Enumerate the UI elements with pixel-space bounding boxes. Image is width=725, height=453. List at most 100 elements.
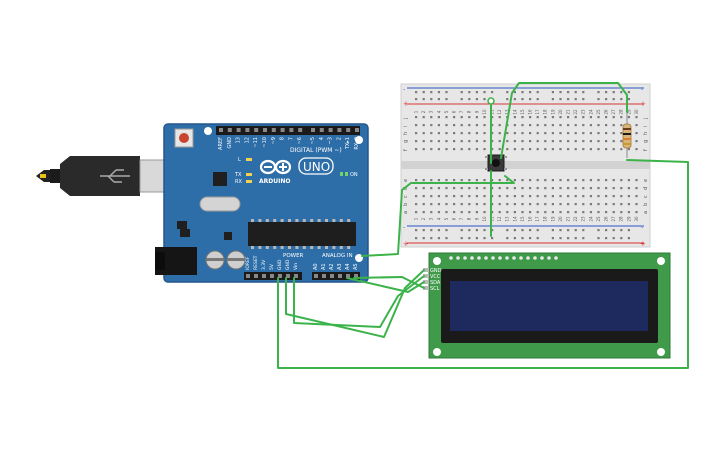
analog-pin-label: A4: [345, 263, 351, 270]
column-number: 29: [626, 216, 631, 222]
header-pin[interactable]: [328, 128, 333, 132]
header-pin[interactable]: [314, 274, 318, 278]
header-pin[interactable]: [286, 274, 290, 278]
header-pin[interactable]: [227, 128, 232, 132]
power-jack[interactable]: [155, 247, 197, 275]
header-pin[interactable]: [346, 128, 351, 132]
header-pin[interactable]: [271, 128, 276, 132]
header-pin[interactable]: [355, 128, 359, 132]
column-number: 27: [611, 216, 616, 222]
digital-pin-label: AREF: [218, 137, 224, 150]
header-pin[interactable]: [354, 274, 358, 278]
breadboard[interactable]: - + - + - + - + 112233445566778899101011…: [400, 83, 651, 248]
column-number: 17: [535, 109, 540, 115]
header-pin[interactable]: [278, 274, 282, 278]
row-letter: d: [643, 187, 649, 190]
digital-pin-label: 13: [236, 137, 242, 143]
push-button[interactable]: [485, 154, 507, 172]
capacitor: [226, 250, 246, 270]
column-number: 14: [512, 216, 517, 222]
rail-minus-label: -: [403, 86, 405, 93]
column-number: 10: [482, 109, 487, 115]
usb-cable[interactable]: [36, 156, 167, 196]
header-pin[interactable]: [330, 274, 334, 278]
digital-pin-label: RX◂0: [354, 137, 360, 150]
digital-pin-label: ~11: [253, 137, 259, 148]
power-pin-label: IOREF: [245, 256, 251, 270]
column-number: 2: [421, 217, 426, 220]
digital-pin-label: ~10: [262, 137, 268, 148]
row-letter: j: [643, 118, 649, 120]
rail-plus-label: +: [640, 240, 646, 248]
center-trench: [401, 161, 650, 169]
header-pin[interactable]: [219, 128, 223, 132]
rail-minus-label: -: [641, 86, 643, 93]
row-letter: e: [643, 179, 649, 182]
column-number: 20: [558, 216, 563, 222]
header-pin[interactable]: [337, 128, 342, 132]
column-number: 18: [543, 109, 548, 115]
atmega-chip: [248, 222, 356, 246]
column-number: 13: [505, 109, 510, 115]
header-pin[interactable]: [245, 128, 250, 132]
column-number: 27: [611, 109, 616, 115]
digital-pin-label: 2: [336, 137, 342, 140]
rail-plus-label: +: [403, 100, 409, 108]
column-number: 14: [512, 109, 517, 115]
analog-pin-label: A0: [313, 263, 319, 270]
header-pin[interactable]: [322, 274, 326, 278]
header-pin[interactable]: [294, 274, 298, 278]
resistor[interactable]: [622, 112, 632, 158]
lcd-pin[interactable]: [423, 286, 429, 290]
column-number: 24: [588, 109, 593, 115]
analog-pin-label: A3: [337, 263, 343, 270]
reset-button[interactable]: [174, 128, 194, 148]
header-pin[interactable]: [270, 274, 274, 278]
column-number: 7: [459, 110, 464, 113]
digital-label: DIGITAL (PWM ~): [290, 147, 342, 154]
column-number: 10: [482, 216, 487, 222]
header-pin[interactable]: [262, 274, 266, 278]
column-number: 16: [528, 216, 533, 222]
header-pin[interactable]: [289, 128, 294, 132]
header-pin[interactable]: [263, 128, 267, 132]
analog-pin-label: A2: [329, 263, 335, 270]
column-number: 19: [550, 109, 555, 115]
row-letter: f: [403, 149, 409, 151]
header-pin[interactable]: [280, 128, 285, 132]
power-label: POWER: [283, 253, 304, 259]
header-pin[interactable]: [311, 128, 315, 132]
lcd-screen: [450, 281, 648, 331]
column-number: 12: [497, 109, 502, 115]
column-number: 26: [604, 216, 609, 222]
power-pin-label: 3.3V: [261, 259, 267, 270]
lcd-pin[interactable]: [423, 280, 429, 284]
header-pin[interactable]: [346, 274, 350, 278]
header-pin[interactable]: [298, 128, 303, 132]
wires[interactable]: [277, 82, 689, 369]
row-letter: i: [403, 126, 409, 127]
header-pin[interactable]: [246, 274, 250, 278]
digital-header[interactable]: [216, 126, 360, 135]
header-pin[interactable]: [338, 274, 342, 278]
column-number: 8: [467, 110, 472, 113]
header-pin[interactable]: [254, 274, 258, 278]
brand-label: ARDUINO: [259, 178, 290, 185]
lcd-pin-label: SCL: [430, 286, 440, 292]
power-pin-label: GND: [285, 259, 291, 270]
analog-header[interactable]: [312, 272, 360, 280]
model-label: UNO: [303, 160, 330, 174]
header-pin[interactable]: [319, 128, 324, 132]
lcd-pin[interactable]: [423, 268, 429, 272]
column-number: 21: [566, 216, 571, 222]
column-number: 16: [528, 109, 533, 115]
column-number: 5: [444, 217, 449, 220]
lcd-pin[interactable]: [423, 274, 429, 278]
header-pin[interactable]: [254, 128, 259, 132]
power-pin-label: 5V: [269, 263, 275, 270]
header-pin[interactable]: [236, 128, 241, 132]
column-number: 30: [634, 216, 639, 222]
lcd-pin-label: SDA: [430, 280, 441, 286]
